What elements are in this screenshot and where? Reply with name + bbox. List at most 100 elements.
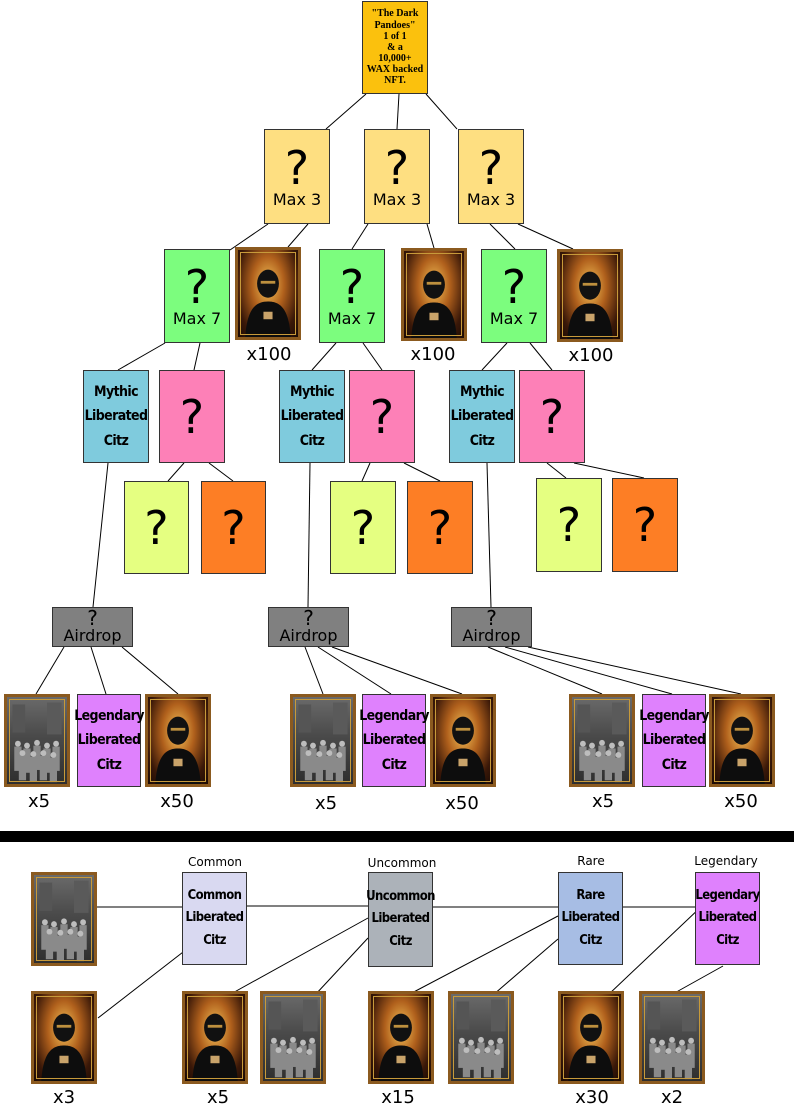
category-label-uncommon: Uncommon bbox=[367, 856, 437, 870]
masked-figure-art bbox=[719, 716, 765, 784]
legendary-line: Citz bbox=[661, 756, 687, 773]
common-tier-node: Common Liberated Citz bbox=[182, 872, 247, 965]
count-label: x50 bbox=[445, 793, 479, 814]
tier-line: Citz bbox=[716, 932, 739, 948]
max3-node-1: ? Max 3 bbox=[264, 129, 330, 224]
max3-node-2: ? Max 3 bbox=[364, 129, 430, 224]
masked-citizen-card bbox=[145, 694, 211, 787]
tier-line: Citz bbox=[389, 933, 412, 949]
question-mark: ? bbox=[184, 260, 210, 315]
crowd-citizen-card bbox=[31, 872, 97, 966]
legendary-node: Legendary Liberated Citz bbox=[359, 694, 429, 787]
mythic-node-1: Mythic Liberated Citz bbox=[83, 370, 149, 463]
count-label: x5 bbox=[591, 791, 615, 812]
airdrop-node: ? Airdrop bbox=[268, 607, 349, 647]
count-label: x100 bbox=[246, 344, 292, 365]
tier-line: Uncommon bbox=[366, 889, 435, 905]
count-label: x30 bbox=[575, 1087, 609, 1108]
crowd-art bbox=[268, 999, 318, 1080]
top-node-line: 10,000+ bbox=[378, 53, 412, 65]
max3-label: Max 3 bbox=[372, 189, 422, 209]
question-mark: ? bbox=[556, 498, 582, 552]
legendary-node: Legendary Liberated Citz bbox=[74, 694, 144, 787]
airdrop-node: ? Airdrop bbox=[52, 607, 133, 647]
airdrop-label: Airdrop bbox=[63, 625, 122, 645]
yellowgreen-mystery-node: ? bbox=[536, 478, 602, 572]
tier-line: Rare bbox=[576, 888, 605, 904]
masked-figure-art bbox=[41, 1013, 87, 1081]
max7-label: Max 7 bbox=[172, 309, 222, 329]
max7-label: Max 7 bbox=[327, 309, 377, 329]
mythic-line: Citz bbox=[103, 432, 129, 449]
question-mark: ? bbox=[427, 500, 453, 555]
legendary-line: Liberated bbox=[77, 732, 141, 749]
question-mark: ? bbox=[350, 500, 376, 555]
tier-line: Liberated bbox=[698, 910, 758, 926]
masked-figure-art bbox=[567, 271, 613, 339]
legendary-line: Citz bbox=[381, 756, 407, 773]
crowd-citizen-card bbox=[639, 991, 705, 1084]
masked-figure-art bbox=[245, 269, 291, 337]
top-node-line: 1 of 1 bbox=[383, 30, 407, 42]
legendary-tier-node: Legendary Liberated Citz bbox=[695, 872, 760, 965]
count-label: x2 bbox=[660, 1087, 684, 1108]
masked-figure-art bbox=[440, 716, 486, 784]
question-mark: ? bbox=[478, 140, 504, 195]
tier-line: Liberated bbox=[561, 910, 621, 926]
count-label: x5 bbox=[27, 791, 51, 812]
crowd-art bbox=[647, 999, 697, 1080]
count-label: x100 bbox=[410, 344, 456, 365]
question-mark: ? bbox=[539, 389, 565, 444]
tier-line: Liberated bbox=[371, 911, 431, 927]
airdrop-label: Airdrop bbox=[279, 625, 338, 645]
count-label: x50 bbox=[724, 791, 758, 812]
question-mark: ? bbox=[339, 260, 365, 315]
crowd-citizen-card bbox=[448, 991, 514, 1084]
max7-node-3: ? Max 7 bbox=[481, 249, 547, 343]
crowd-art bbox=[12, 702, 62, 783]
airdrop-node: ? Airdrop bbox=[451, 607, 532, 647]
crowd-art bbox=[577, 702, 627, 783]
max7-node-1: ? Max 7 bbox=[164, 249, 230, 343]
tier-line: Liberated bbox=[185, 910, 245, 926]
pink-mystery-node: ? bbox=[159, 370, 225, 463]
mythic-line: Liberated bbox=[280, 408, 344, 425]
count-label: x100 bbox=[568, 345, 614, 366]
question-mark: ? bbox=[369, 389, 395, 444]
masked-figure-art bbox=[192, 1013, 238, 1081]
top-node: "The Dark Pandoes" 1 of 1 & a 10,000+ WA… bbox=[362, 1, 428, 94]
mythic-node-3: Mythic Liberated Citz bbox=[449, 370, 515, 463]
question-mark: ? bbox=[87, 605, 98, 630]
count-label: x15 bbox=[381, 1087, 415, 1108]
question-mark: ? bbox=[179, 389, 205, 444]
masked-citizen-card bbox=[558, 991, 624, 1084]
crowd-citizen-card bbox=[569, 694, 635, 787]
category-label-rare: Rare bbox=[577, 854, 605, 868]
mythic-line: Citz bbox=[469, 432, 495, 449]
mythic-line: Mythic bbox=[460, 383, 505, 400]
top-node-line: & a bbox=[387, 41, 403, 53]
masked-citizen-card bbox=[31, 991, 97, 1084]
masked-citizen-card bbox=[235, 247, 301, 340]
top-node-line: NFT. bbox=[384, 75, 406, 87]
question-mark: ? bbox=[221, 500, 246, 555]
max7-node-2: ? Max 7 bbox=[319, 249, 385, 343]
legendary-line: Liberated bbox=[362, 732, 426, 749]
max3-label: Max 3 bbox=[272, 189, 322, 209]
category-label-legendary: Legendary bbox=[694, 854, 758, 868]
mythic-line: Liberated bbox=[450, 408, 514, 425]
masked-figure-art bbox=[568, 1013, 614, 1081]
top-node-line: "The Dark bbox=[371, 8, 419, 20]
pink-mystery-node: ? bbox=[519, 370, 585, 463]
question-mark: ? bbox=[284, 140, 310, 195]
question-mark: ? bbox=[303, 605, 314, 630]
legendary-line: Legendary bbox=[359, 707, 429, 724]
question-mark: ? bbox=[632, 498, 658, 552]
masked-citizen-card bbox=[557, 249, 623, 342]
uncommon-tier-node: Uncommon Liberated Citz bbox=[366, 872, 435, 967]
max3-node-3: ? Max 3 bbox=[458, 129, 524, 224]
pink-mystery-node: ? bbox=[349, 370, 415, 463]
legendary-node: Legendary Liberated Citz bbox=[639, 694, 709, 787]
legendary-line: Citz bbox=[96, 756, 122, 773]
